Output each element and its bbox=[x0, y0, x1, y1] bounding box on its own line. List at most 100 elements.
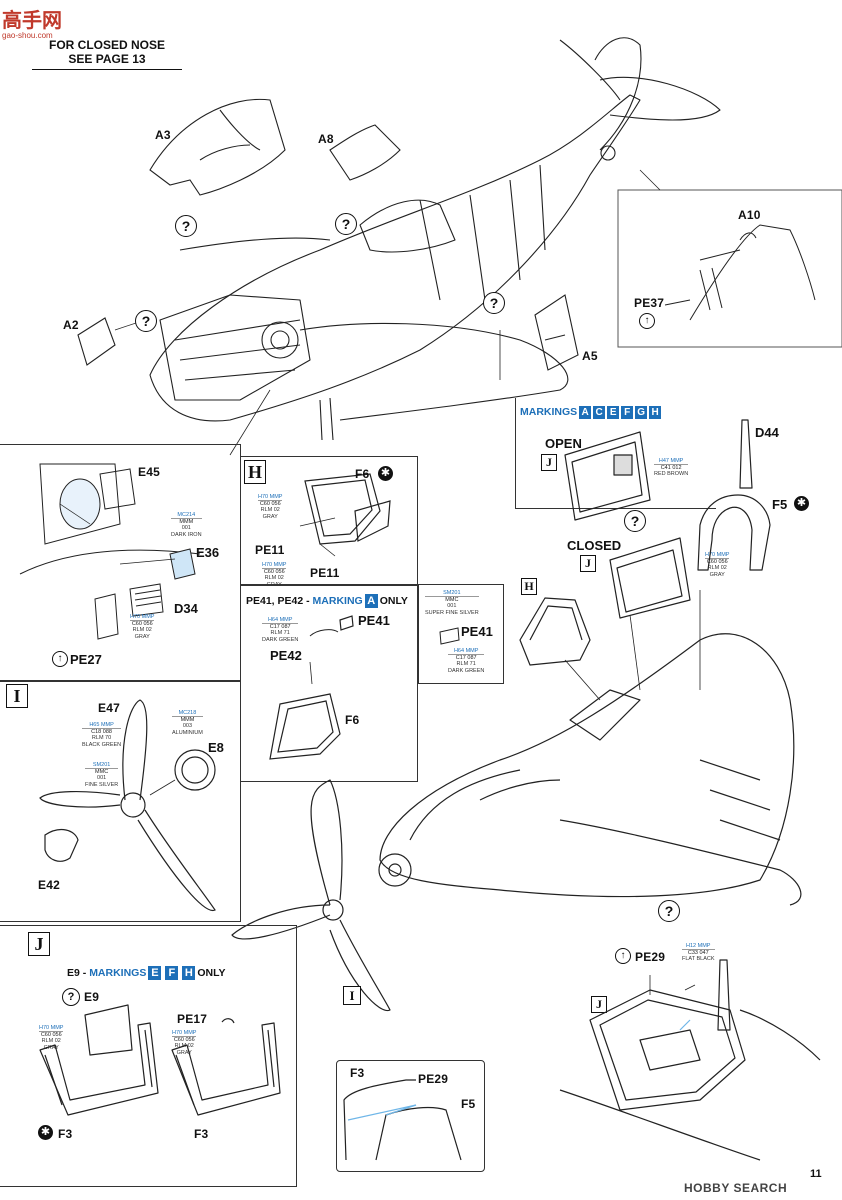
box-letter-i-center: I bbox=[343, 986, 361, 1005]
label-e45: E45 bbox=[138, 465, 160, 479]
page-number: 11 bbox=[810, 1168, 822, 1180]
paint-name: DARK GREEN bbox=[448, 667, 485, 674]
paint-num: 003 bbox=[182, 723, 193, 730]
label-e47: E47 bbox=[98, 701, 120, 715]
paint-brand: MMP bbox=[716, 552, 730, 558]
canopy-frame-f6-drawing bbox=[299, 473, 391, 557]
paint-code-2: C60 bbox=[173, 1037, 184, 1044]
paint-rlm: RLM 02 bbox=[132, 627, 152, 634]
label-f5-right: F5 bbox=[772, 497, 788, 512]
paint-num: 087 bbox=[467, 655, 477, 662]
paint-code-2: C60 bbox=[706, 559, 717, 566]
flip-icon-pe29: ↑ bbox=[615, 948, 631, 964]
paint-code-2: C17 bbox=[455, 655, 466, 662]
paint-code: SM201 bbox=[92, 762, 111, 768]
paint-num: 001 bbox=[181, 525, 191, 532]
paint-name: ALUMINIUM bbox=[172, 729, 203, 736]
paint-code: H64 bbox=[453, 648, 465, 654]
paint-code: MC218 bbox=[178, 710, 197, 716]
paint-callout-sm201-pe41: SM201 MMC 001 SUPER FINE SILVER bbox=[425, 590, 479, 616]
paint-callout-sm201-prop: SM201 MMC 001 FINE SILVER bbox=[85, 762, 119, 788]
paint-num: 001 bbox=[447, 603, 457, 610]
paint-brand: MMM bbox=[179, 519, 194, 526]
label-f3-left: F3 bbox=[58, 1127, 73, 1141]
paint-num: 056 bbox=[52, 1032, 62, 1039]
paint-code: H70 bbox=[39, 1025, 50, 1031]
paint-code: H70 bbox=[258, 494, 269, 500]
paint-callout-h47: H47 MMP C41 012 RED BROWN bbox=[654, 458, 689, 478]
paint-num: 088 bbox=[102, 729, 112, 736]
paint-brand: MMC bbox=[95, 769, 109, 776]
paint-brand: MMP bbox=[279, 617, 293, 623]
paint-code-2: C60 bbox=[259, 501, 270, 508]
label-e42: E42 bbox=[38, 878, 60, 892]
paint-name: GRAY bbox=[709, 571, 725, 578]
paint-rlm: RLM 02 bbox=[707, 565, 727, 572]
paint-callout-h70-e9: H70 MMP C60 056 RLM 02 GRAY bbox=[39, 1025, 64, 1051]
paint-name: GRAY bbox=[176, 1049, 192, 1056]
brand-text: HOBBY SEARCH bbox=[684, 1181, 788, 1195]
paint-code: H65 bbox=[89, 722, 100, 728]
label-f6-bottom: F6 bbox=[345, 713, 360, 727]
marking-chip-e: E bbox=[148, 966, 162, 980]
label-e9: E9 bbox=[84, 990, 100, 1004]
detail-frame-f3-pe29 bbox=[336, 1060, 485, 1172]
marking-chip-e: E bbox=[607, 406, 620, 419]
paint-rlm: RLM 71 bbox=[270, 630, 290, 637]
propeller-drawing bbox=[39, 699, 216, 912]
marking-suffix: ONLY bbox=[379, 595, 408, 607]
paint-name: SUPER FINE SILVER bbox=[425, 609, 479, 616]
paint-callout-h64-pe41: H64 MMP C17 087 RLM 71 DARK GREEN bbox=[262, 617, 299, 643]
marking-prefix: E9 - bbox=[67, 967, 90, 979]
paint-code: MC214 bbox=[177, 512, 196, 518]
paint-code-2: C17 bbox=[269, 624, 280, 631]
paint-name: FINE SILVER bbox=[85, 781, 119, 788]
paint-brand: MMP bbox=[273, 562, 287, 568]
label-pe41-a: PE41 bbox=[358, 613, 390, 628]
paint-name: FLAT BLACK bbox=[682, 956, 715, 963]
paint-brand: MMP bbox=[670, 458, 684, 464]
paint-brand: MMP bbox=[269, 494, 283, 500]
paint-callout-h64-pe41b: H64 MMP C17 087 RLM 71 DARK GREEN bbox=[448, 648, 485, 674]
marking-chip-g: G bbox=[635, 406, 648, 419]
marking-word: MARKINGS bbox=[89, 967, 147, 979]
box-letter-j-closed: J bbox=[580, 555, 596, 572]
paint-code-2: C60 bbox=[131, 621, 142, 628]
detail-frame-pe41-side bbox=[418, 584, 504, 684]
label-f3-detail: F3 bbox=[350, 1066, 365, 1080]
paint-callout-h12: H12 MMP C33 047 FLAT BLACK bbox=[682, 943, 715, 963]
label-a5: A5 bbox=[582, 349, 598, 363]
label-e8: E8 bbox=[208, 740, 224, 755]
detail-frame-i bbox=[0, 680, 241, 922]
paint-brand: MMP bbox=[697, 943, 711, 949]
canopy-frame-detail-drawing bbox=[343, 1079, 462, 1161]
question-icon-a5: ? bbox=[483, 292, 505, 314]
pe41-part-drawing bbox=[439, 627, 460, 645]
question-icon-e9: ? bbox=[62, 988, 80, 1006]
watermark-logo-text: 高手网 bbox=[2, 8, 62, 32]
paint-brand: MMM bbox=[180, 717, 195, 724]
paint-num: 056 bbox=[718, 559, 728, 566]
paint-rlm: RLM 02 bbox=[264, 575, 284, 582]
paint-name: DARK GREEN bbox=[262, 636, 299, 643]
marking-chip-a: A bbox=[364, 594, 378, 608]
cockpit-detail-e45-drawing bbox=[19, 463, 201, 640]
paint-name: GRAY bbox=[134, 633, 150, 640]
label-pe42: PE42 bbox=[270, 648, 302, 663]
marking-chip-f: F bbox=[621, 406, 634, 419]
question-icon-a8: ? bbox=[335, 213, 357, 235]
question-icon-a3: ? bbox=[175, 215, 197, 237]
paint-num: 012 bbox=[672, 465, 682, 472]
detail-frame-open-closed bbox=[515, 398, 716, 509]
paint-name: GRAY bbox=[262, 513, 278, 520]
box-letter-h-panel: H bbox=[244, 460, 266, 484]
paint-rlm: RLM 70 bbox=[91, 735, 112, 742]
label-pe11-b: PE11 bbox=[310, 566, 340, 580]
star-icon-f3: ✱ bbox=[38, 1125, 53, 1140]
canopy-frames-j-drawing bbox=[39, 1004, 281, 1116]
